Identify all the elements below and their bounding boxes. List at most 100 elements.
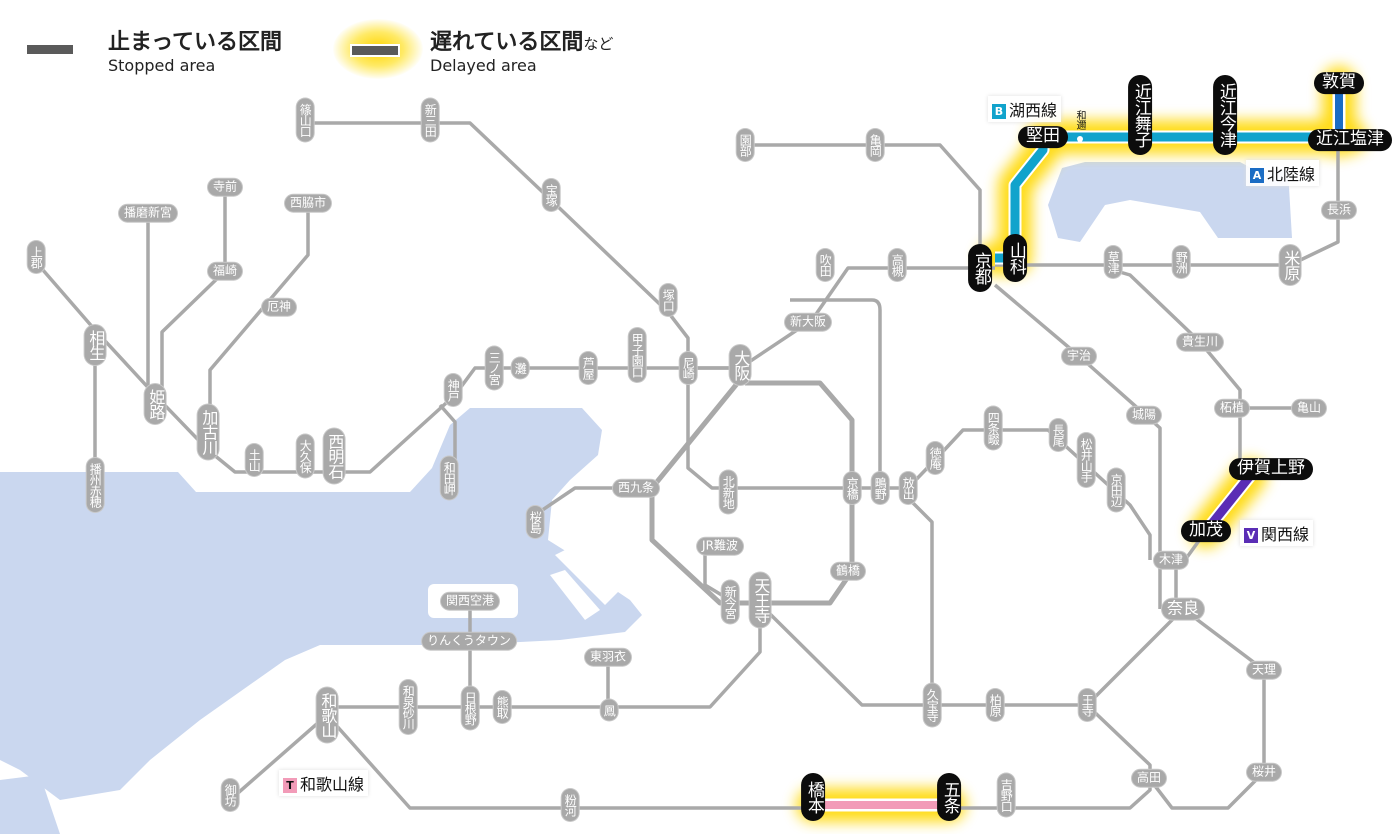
wani-station-dot [1077, 136, 1083, 142]
sakurai-line [1147, 607, 1266, 810]
affected-station-label[interactable]: 山科 [1003, 234, 1027, 282]
station-label[interactable]: 徳庵 [926, 442, 944, 474]
affected-station-label[interactable]: 伊賀上野 [1229, 458, 1313, 480]
station-label[interactable]: 日根野 [461, 686, 479, 730]
sagano-line [745, 143, 982, 268]
station-label[interactable]: 熊取 [493, 691, 511, 723]
station-label[interactable]: 篠山口 [296, 98, 314, 142]
station-label[interactable]: 高田 [1131, 769, 1167, 787]
station-label[interactable]: 松井山手 [1077, 433, 1095, 487]
station-label[interactable]: 北新地 [719, 470, 737, 514]
station-label[interactable]: 御坊 [221, 779, 239, 811]
station-label[interactable]: 播磨新宮 [118, 204, 178, 222]
station-label[interactable]: 野洲 [1172, 246, 1190, 278]
affected-station-label[interactable]: 橋本 [801, 773, 825, 821]
station-label[interactable]: 三ノ宮 [485, 346, 503, 390]
station-label[interactable]: 四条畷 [984, 406, 1002, 450]
affected-station-label[interactable]: 近江塩津 [1308, 129, 1392, 151]
station-label[interactable]: 柘植 [1214, 399, 1250, 417]
line-code-badge: A [1250, 168, 1264, 183]
station-label[interactable]: 神戸 [444, 374, 462, 406]
station-label[interactable]: 米原 [1279, 245, 1301, 285]
station-label[interactable]: 土山 [245, 444, 263, 476]
affected-station-label[interactable]: 近江今津 [1213, 75, 1237, 155]
station-label[interactable]: 草津 [1104, 246, 1122, 278]
affected-station-label[interactable]: 堅田 [1018, 126, 1068, 148]
station-label[interactable]: 鴫野 [871, 472, 889, 504]
station-label[interactable]: 放出 [899, 472, 917, 504]
station-label[interactable]: 大久保 [296, 434, 314, 478]
water-areas [0, 162, 1292, 834]
gray-lines [34, 121, 1340, 810]
station-label[interactable]: 長浜 [1321, 201, 1357, 219]
station-label[interactable]: 新大阪 [784, 313, 832, 331]
osaka-bay-south [0, 775, 60, 834]
station-label[interactable]: 尼崎 [679, 352, 697, 384]
affected-station-label[interactable]: 五条 [937, 773, 961, 821]
station-label[interactable]: 亀岡 [866, 129, 884, 161]
namba-branch [703, 546, 731, 602]
station-label[interactable]: 相生 [84, 325, 106, 365]
station-label[interactable]: 姫路 [144, 384, 166, 424]
station-label[interactable]: 奈良 [1161, 598, 1205, 620]
station-label[interactable]: 和田岬 [440, 456, 458, 500]
station-label[interactable]: 新三田 [421, 98, 439, 142]
station-label[interactable]: 宇治 [1061, 347, 1097, 365]
line-code-badge: B [992, 104, 1006, 119]
station-label[interactable]: 西脇市 [284, 194, 332, 212]
station-label[interactable]: 福崎 [207, 262, 243, 280]
station-label[interactable]: 京橋 [843, 472, 861, 504]
station-label[interactable]: 鳳 [600, 699, 618, 721]
station-label[interactable]: 厄神 [261, 298, 297, 316]
station-label[interactable]: 西明石 [323, 428, 345, 484]
station-label[interactable]: 木津 [1153, 551, 1189, 569]
station-label[interactable]: JR難波 [697, 537, 743, 555]
station-label[interactable]: 甲子園口 [628, 328, 646, 382]
station-label[interactable]: 鶴橋 [830, 562, 866, 580]
station-label[interactable]: 寺前 [207, 178, 243, 196]
station-label[interactable]: 柏原 [986, 689, 1004, 721]
station-label[interactable]: 長尾 [1049, 419, 1067, 451]
station-label[interactable]: 播州赤穂 [86, 458, 104, 512]
station-label[interactable]: 灘 [511, 357, 529, 379]
delayed-legend-swatch [350, 44, 400, 57]
affected-station-label[interactable]: 加茂 [1181, 520, 1231, 542]
station-label[interactable]: 関西空港 [440, 592, 500, 610]
station-label[interactable]: 塚口 [659, 284, 677, 316]
station-label[interactable]: 粉河 [561, 789, 579, 821]
affected-station-label[interactable]: 京都 [968, 244, 992, 292]
station-label[interactable]: 貴生川 [1176, 333, 1224, 351]
kobe-line [34, 260, 740, 474]
station-label[interactable]: 高槻 [888, 249, 906, 281]
station-label[interactable]: 天理 [1246, 661, 1282, 679]
station-label[interactable]: 吉野口 [997, 773, 1015, 817]
station-label[interactable]: 宝塚 [542, 179, 560, 211]
station-label[interactable]: 桜井 [1246, 763, 1282, 781]
station-label[interactable]: 和歌山 [316, 687, 338, 743]
station-label[interactable]: 園部 [736, 129, 754, 161]
station-label[interactable]: 王寺 [1078, 689, 1096, 721]
station-label[interactable]: 亀山 [1291, 399, 1327, 417]
station-label[interactable]: 天王寺 [749, 572, 771, 628]
station-label[interactable]: 加古川 [197, 404, 219, 460]
station-label[interactable]: 大阪 [729, 345, 751, 385]
station-label[interactable]: 久宝寺 [923, 683, 941, 727]
station-label[interactable]: 桜島 [526, 506, 544, 538]
station-label[interactable]: 新今宮 [721, 580, 739, 624]
station-label[interactable]: 上郡 [27, 241, 45, 273]
station-label[interactable]: りんくうタウン [422, 632, 516, 650]
station-label[interactable]: 東羽衣 [584, 648, 632, 666]
affected-station-label[interactable]: 近江舞子 [1128, 75, 1152, 155]
station-label[interactable]: 和泉砂川 [399, 680, 417, 734]
station-label[interactable]: 城陽 [1126, 406, 1162, 424]
station-label[interactable]: 西九条 [612, 479, 660, 497]
affected-station-label[interactable]: 敦賀 [1314, 72, 1364, 94]
station-label[interactable]: 吹田 [816, 249, 834, 281]
station-label[interactable]: 芦屋 [579, 352, 597, 384]
station-label[interactable]: 京田辺 [1107, 468, 1125, 512]
